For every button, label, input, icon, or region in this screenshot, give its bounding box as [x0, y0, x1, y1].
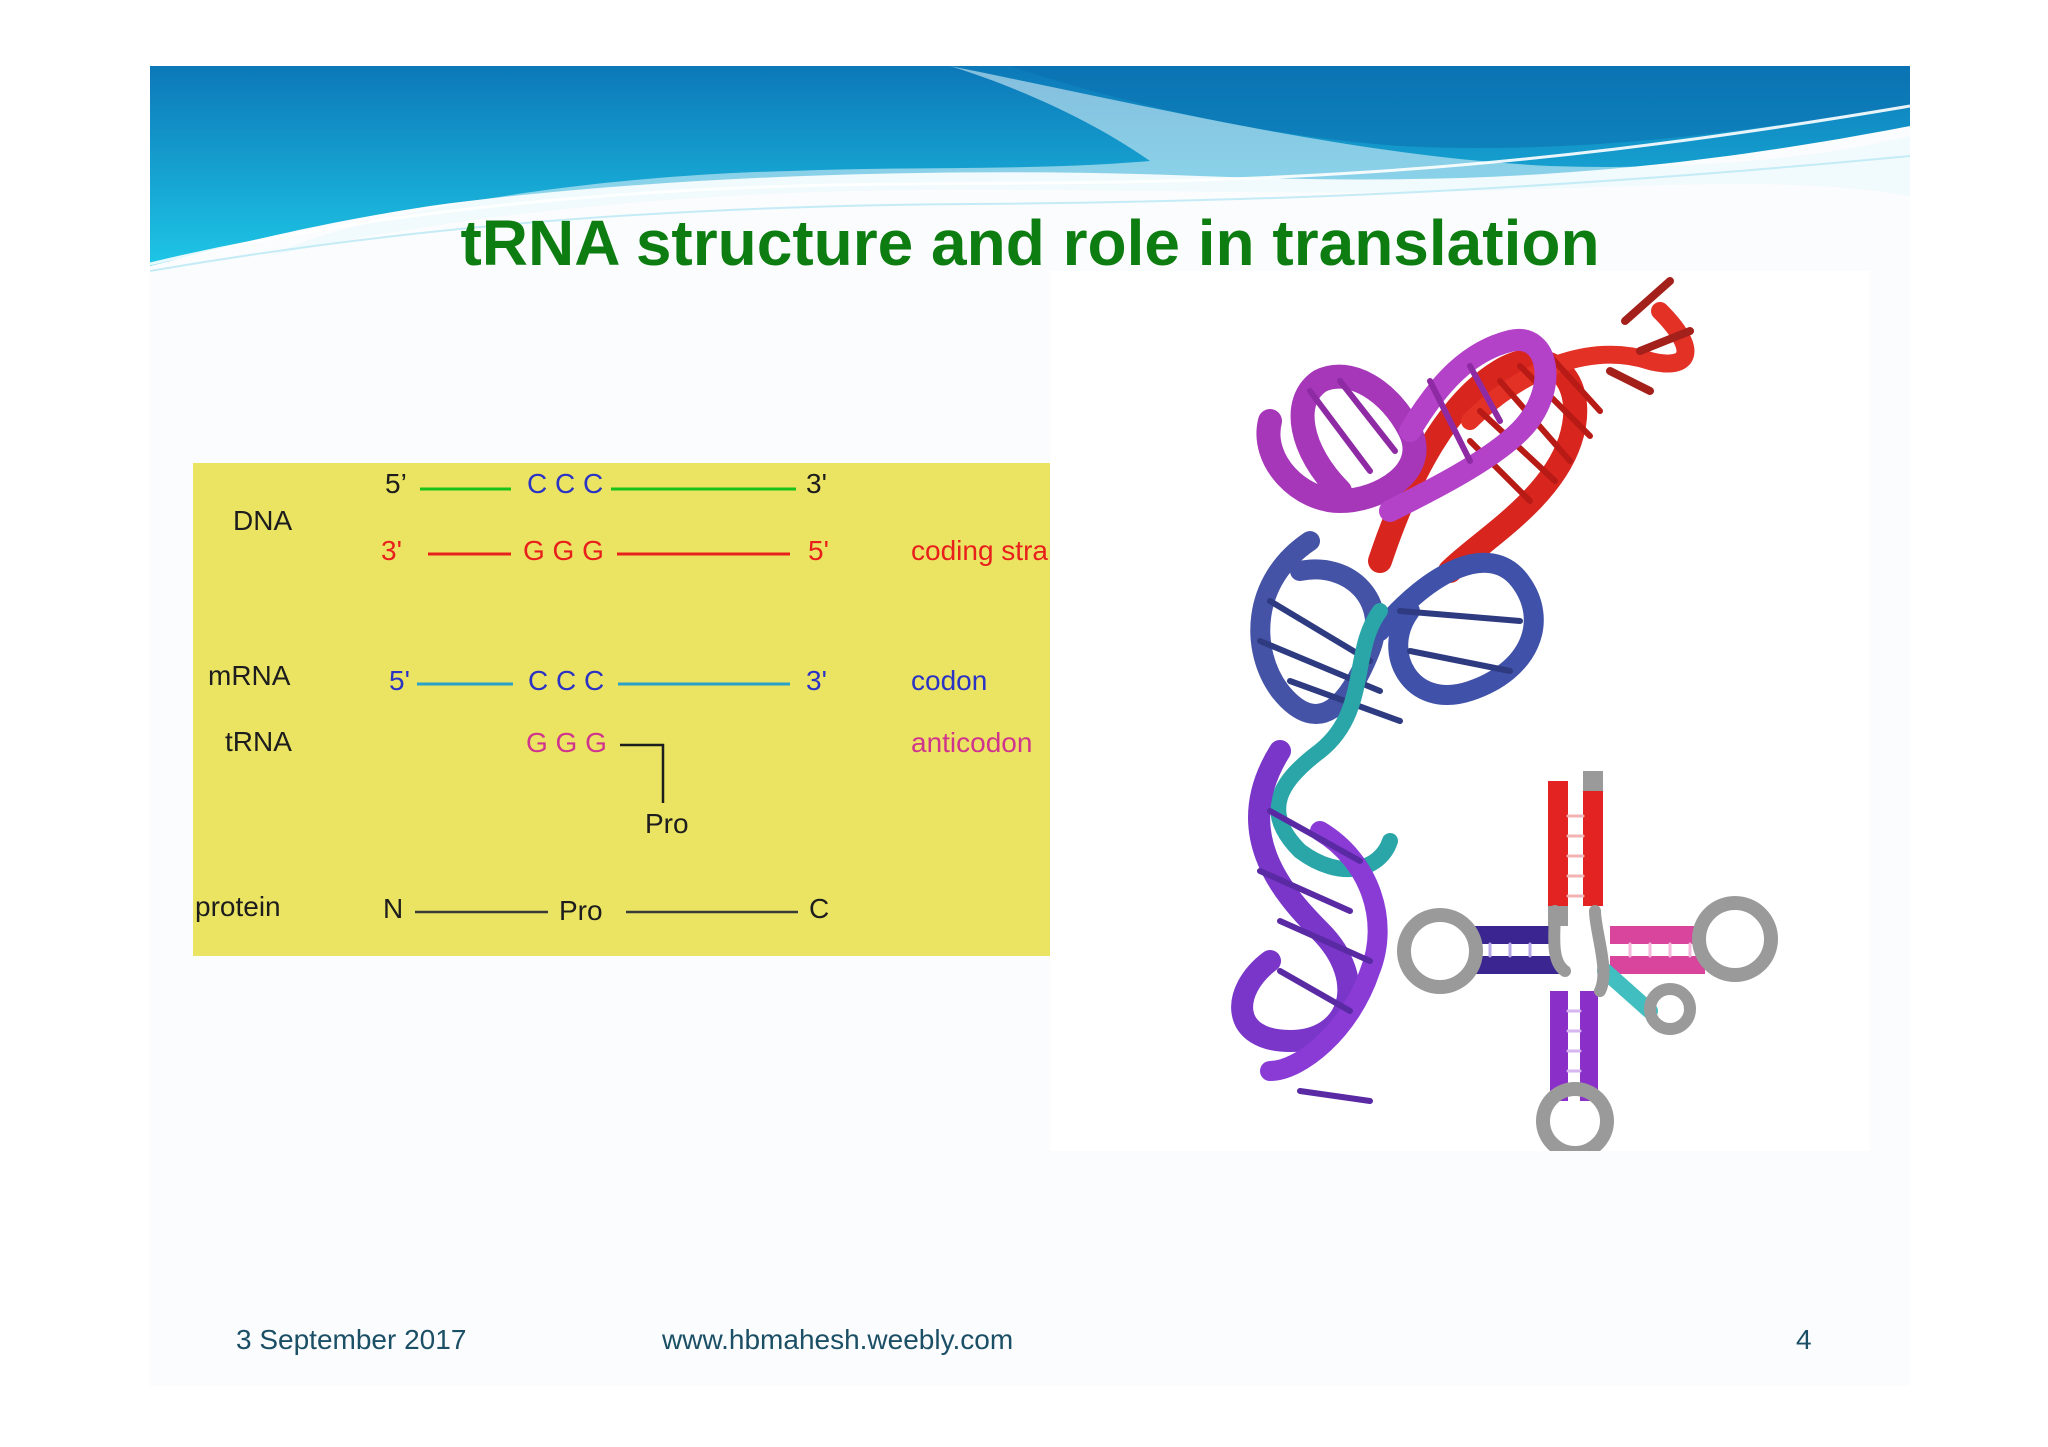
trna-aminoacid-pro: Pro — [645, 808, 689, 839]
footer-page-number: 4 — [1796, 1324, 1812, 1355]
slide: tRNA structure and role in translation D… — [150, 66, 1910, 1386]
header-wave-banner — [150, 66, 1910, 272]
protein-n-terminus: N — [383, 893, 403, 924]
footer-date: 3 September 2017 — [236, 1324, 467, 1355]
trna-cloverleaf-model — [1397, 771, 1778, 1151]
footer-website: www.hbmahesh.weebly.com — [662, 1324, 1014, 1355]
protein-pro: Pro — [559, 895, 603, 926]
trna-3d-structure-image — [1050, 271, 1870, 1151]
codon-annotation: codon — [911, 665, 987, 696]
anticodon-annotation: anticodon — [911, 727, 1032, 758]
trna-aminoacid-connector — [620, 743, 665, 803]
dna-top-5-prime: 5’ — [385, 468, 407, 499]
dna-top-codon: C C C — [527, 468, 603, 499]
row-label-mrna: mRNA — [208, 660, 291, 691]
dna-coding-3-prime: 3' — [381, 535, 402, 566]
dna-coding-codon: G G G — [523, 535, 604, 566]
row-label-dna: DNA — [233, 505, 292, 536]
dna-coding-5-prime: 5' — [808, 535, 829, 566]
trna-ribbon-model — [1231, 277, 1695, 1104]
central-dogma-diagram: DNA mRNA tRNA protein 5’ C C C 3' 3' G G… — [193, 463, 1101, 956]
slide-title: tRNA structure and role in translation — [460, 207, 1600, 279]
mrna-3-prime: 3' — [806, 665, 827, 696]
dna-top-3-prime: 3' — [806, 468, 827, 499]
protein-c-terminus: C — [809, 893, 829, 924]
row-label-trna: tRNA — [225, 726, 292, 757]
trna-anticodon: G G G — [526, 727, 607, 758]
mrna-codon: C C C — [528, 665, 604, 696]
mrna-5-prime: 5' — [389, 665, 410, 696]
row-label-protein: protein — [195, 891, 281, 922]
